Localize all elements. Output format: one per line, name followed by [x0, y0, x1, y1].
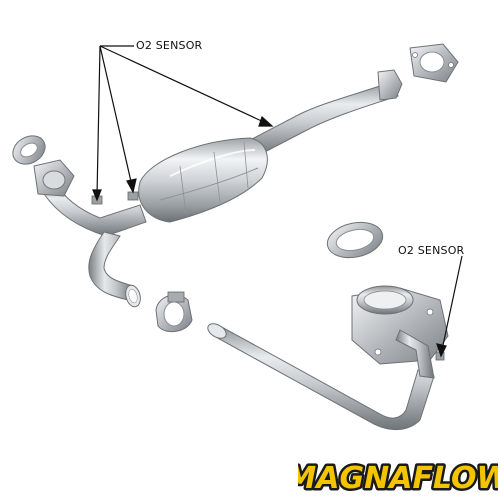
- logo-text-fill: MAGNAFLOW: [298, 461, 498, 496]
- callout-leaders: [92, 45, 463, 358]
- lower-crossover-pipe: [207, 323, 435, 430]
- right-inlet-flange: [351, 285, 449, 379]
- gasket-ring-right: [326, 221, 384, 259]
- magnaflow-logo: MAGNAFLOW MAGNAFLOW: [298, 459, 498, 499]
- flange-gasket-top: [409, 43, 459, 83]
- lower-left-pipe: [88, 231, 141, 308]
- logo-text-outline: MAGNAFLOW: [298, 461, 498, 496]
- band-clamp: [155, 291, 193, 333]
- gasket-ring-left: [12, 135, 46, 165]
- o2-sensor-callout-top: O2 SENSOR: [136, 39, 203, 52]
- catalytic-converter: [138, 137, 268, 223]
- o2-sensor-callout-right: O2 SENSOR: [398, 244, 465, 257]
- upper-pipe: [249, 69, 403, 157]
